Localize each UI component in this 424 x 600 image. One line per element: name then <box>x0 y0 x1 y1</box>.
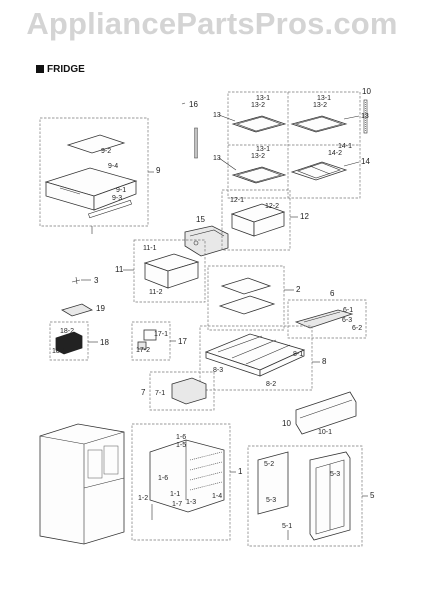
label-6-2: 6-2 <box>352 325 362 332</box>
label-7-1: 7-1 <box>155 390 165 397</box>
label-10: 10 <box>362 87 371 96</box>
section-title: FRIDGE <box>36 64 85 75</box>
part-3-clip[interactable]: 3 <box>71 276 99 285</box>
label-5-1: 5-1 <box>282 523 292 530</box>
label-10-b: 10 <box>282 419 291 428</box>
bullet-square-icon <box>36 65 44 73</box>
label-1-1: 1-1 <box>170 491 180 498</box>
shelf-8[interactable]: 8-1 8-3 8-2 8 <box>199 325 327 391</box>
label-12-2: 12-2 <box>265 203 279 210</box>
label-17-2: 17-2 <box>136 347 150 354</box>
label-13-1-b: 13-1 <box>317 95 331 102</box>
label-9-4: 9-4 <box>108 163 118 170</box>
label-15: 15 <box>196 215 205 224</box>
part-18-assembly[interactable]: 18-2 18-1 18 <box>49 321 109 361</box>
label-13: 13 <box>213 112 221 119</box>
shelf-13-top-left[interactable]: 13 13-1 13-2 <box>213 95 287 133</box>
label-9-3: 9-3 <box>112 195 122 202</box>
part-6-assembly[interactable]: 6 6-1 6-3 6-2 <box>287 289 367 339</box>
drawer-12[interactable]: 12-1 12-2 12 <box>221 189 309 251</box>
shelf-2[interactable]: 2 <box>207 265 301 331</box>
label-6: 6 <box>330 289 335 298</box>
label-13-1-a: 13-1 <box>256 95 270 102</box>
label-1-7: 1-7 <box>172 501 182 508</box>
refrigerator-body[interactable] <box>39 423 125 545</box>
label-1-6-b: 1-6 <box>158 475 168 482</box>
label-9-2: 9-2 <box>101 148 111 155</box>
panel-assembly-1[interactable]: 1-6 1-5 1-6 1-1 1-2 1-7 1-3 1-4 1 <box>131 423 243 541</box>
label-9-1: 9-1 <box>116 187 126 194</box>
label-8-1: 8-1 <box>293 351 303 358</box>
label-10-1: 10-1 <box>318 429 332 436</box>
label-3: 3 <box>94 276 99 285</box>
label-5-2: 5-2 <box>264 461 274 468</box>
label-17-1: 17-1 <box>154 331 168 338</box>
label-8-3: 8-3 <box>213 367 223 374</box>
label-1-4: 1-4 <box>212 493 222 500</box>
part-7-cover[interactable]: 7-1 7 <box>141 371 215 411</box>
part-17-assembly[interactable]: 17-1 17-2 17 <box>131 321 187 361</box>
label-13-2-b: 13-2 <box>313 102 327 109</box>
label-6-1: 6-1 <box>343 307 353 314</box>
label-14: 14 <box>361 157 370 166</box>
label-13-right: 13 <box>361 113 369 120</box>
label-5: 5 <box>370 491 375 500</box>
shelf-group-13-14 <box>227 91 361 199</box>
section-title-text: FRIDGE <box>47 64 85 75</box>
label-17: 17 <box>178 337 187 346</box>
part-15-module[interactable]: 15 <box>184 215 229 257</box>
label-1-3: 1-3 <box>186 499 196 506</box>
watermark: AppliancePartsPros.com <box>26 6 398 41</box>
part-10-rod[interactable]: 10 <box>362 87 371 134</box>
label-6-3: 6-3 <box>342 317 352 324</box>
door-panel-5[interactable]: 5-2 5-3 5-3 5-1 5 <box>247 445 375 547</box>
label-1: 1 <box>238 467 243 476</box>
label-11-1: 11-1 <box>143 245 157 252</box>
part-10-cover[interactable]: 10-1 10 <box>282 391 357 436</box>
label-13-1-c: 13-1 <box>256 146 270 153</box>
shelf-14[interactable]: 14-1 14-2 14 <box>290 143 370 181</box>
part-16-screw[interactable]: 16 <box>181 100 198 159</box>
label-1-6-a: 1-6 <box>176 434 186 441</box>
label-11: 11 <box>115 265 124 274</box>
label-5-3-b: 5-3 <box>330 471 340 478</box>
label-18: 18 <box>100 338 109 347</box>
drawer-11[interactable]: 11-1 11-2 11 <box>115 239 206 303</box>
label-14-2: 14-2 <box>328 150 342 157</box>
label-1-2: 1-2 <box>138 495 148 502</box>
label-2: 2 <box>296 285 301 294</box>
label-1-5: 1-5 <box>176 442 186 449</box>
part-19-filter[interactable]: 19 <box>61 303 105 317</box>
label-11-2: 11-2 <box>149 289 163 296</box>
label-12: 12 <box>300 212 309 221</box>
label-18-2: 18-2 <box>60 328 74 335</box>
label-16: 16 <box>189 100 198 109</box>
label-7: 7 <box>141 388 146 397</box>
shelf-13-top-right[interactable]: 13-1 13-2 13 <box>290 95 369 133</box>
drawer-assembly-9[interactable]: 9-2 9-4 9-1 9-3 9 <box>39 117 161 234</box>
label-18-1: 18-1 <box>52 348 66 355</box>
label-13-c: 13 <box>213 155 221 162</box>
label-8: 8 <box>322 357 327 366</box>
label-9: 9 <box>156 166 161 175</box>
label-12-1: 12-1 <box>230 197 244 204</box>
label-5-3-a: 5-3 <box>266 497 276 504</box>
label-13-2-a: 13-2 <box>251 102 265 109</box>
label-14-1: 14-1 <box>338 143 352 150</box>
label-8-2: 8-2 <box>266 381 276 388</box>
label-19: 19 <box>96 304 105 313</box>
shelf-13-lower-left[interactable]: 13 13-1 13-2 <box>213 146 287 184</box>
label-13-2-c: 13-2 <box>251 153 265 160</box>
